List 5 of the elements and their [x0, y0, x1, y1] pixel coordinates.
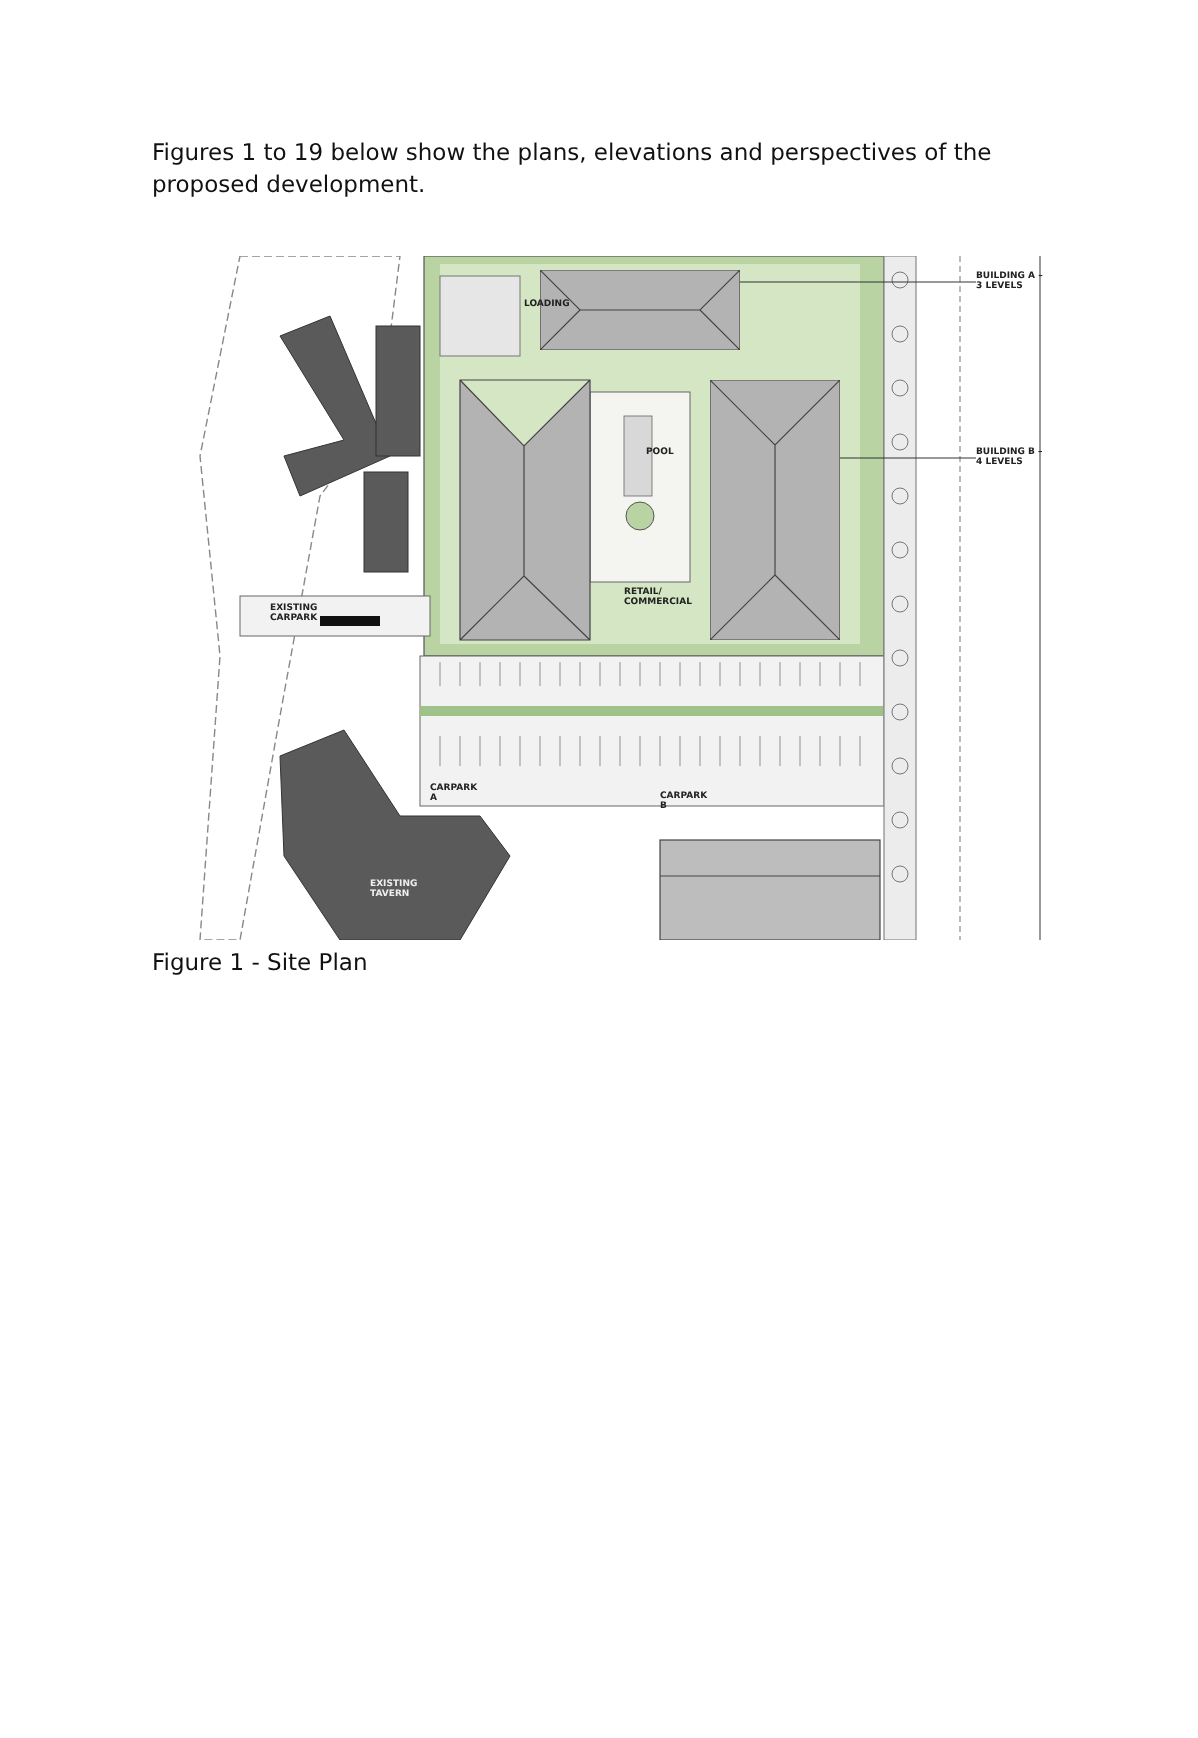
leader-line: [839, 457, 977, 459]
building-roof: [710, 380, 840, 640]
figure-caption: Figure 1 - Site Plan: [152, 948, 368, 976]
leader-line: [739, 281, 977, 283]
intro-paragraph: Figures 1 to 19 below show the plans, elevations and perspectives of the proposed development.: [152, 136, 994, 200]
